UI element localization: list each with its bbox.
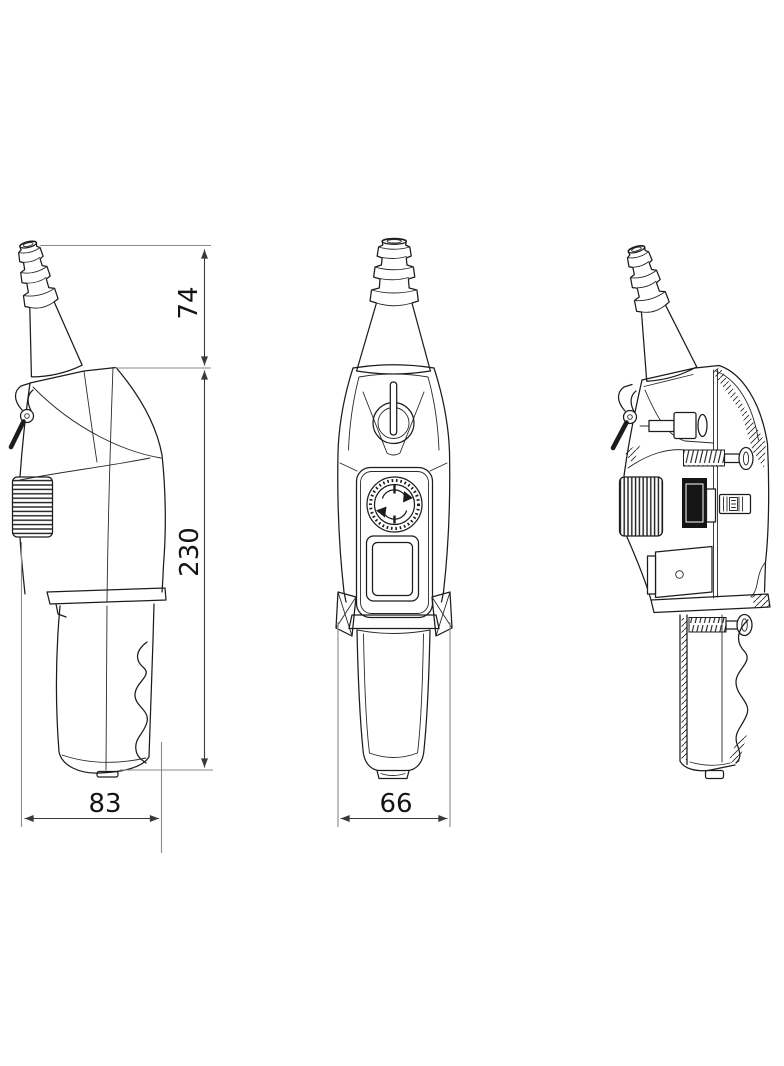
twist-release-arrows-icon xyxy=(376,490,413,519)
cable-boot-right xyxy=(609,238,699,385)
front-view xyxy=(336,237,452,779)
cable-boot-front xyxy=(355,237,432,375)
dim-label-boot-height: 74 xyxy=(174,286,204,319)
contact-block xyxy=(683,479,716,528)
terminal-block xyxy=(720,495,751,514)
grip-contour xyxy=(736,620,748,763)
dim-label-body-height: 230 xyxy=(175,527,205,577)
side-thumbwheel-knob xyxy=(620,477,663,536)
side-thumbwheel-knob xyxy=(13,477,53,537)
bottom-tab xyxy=(97,772,118,778)
hatch-left xyxy=(624,443,641,464)
hatch-bottom xyxy=(728,735,747,763)
knurled-ring xyxy=(371,481,419,529)
handle-outline xyxy=(56,604,154,773)
dim-label-side-width: 83 xyxy=(88,789,121,819)
extension-lines xyxy=(22,246,451,854)
emergency-stop-knob[interactable] xyxy=(367,477,422,532)
side-view-left xyxy=(0,235,166,778)
body-outline xyxy=(353,365,434,368)
dimension-annotations: 74 230 83 66 xyxy=(22,246,451,854)
bevel-left xyxy=(336,592,356,636)
hatch-right-bevel xyxy=(712,367,766,468)
hatch-handle-wall xyxy=(681,618,688,760)
spring-screw-upper xyxy=(684,448,754,470)
cable-boot-left xyxy=(0,235,84,381)
suspension-hook xyxy=(613,385,637,449)
contact-plunger xyxy=(640,413,707,439)
switch-housing xyxy=(648,547,713,598)
grip-contour xyxy=(135,642,147,763)
eyelet-pin xyxy=(390,382,396,435)
flange-step xyxy=(349,615,439,629)
bottom-tab xyxy=(377,771,409,779)
spring-screw-lower xyxy=(689,615,752,636)
handle-outline xyxy=(357,630,430,779)
suspension-hook xyxy=(11,384,34,448)
body-outline xyxy=(30,368,165,593)
bottom-tab xyxy=(706,771,724,779)
body-outline xyxy=(642,366,769,593)
suspension-eyelet xyxy=(373,382,414,444)
push-button[interactable] xyxy=(367,536,419,601)
flange-step xyxy=(47,588,166,617)
flange-step xyxy=(651,594,770,613)
dim-label-front-width: 66 xyxy=(379,789,412,819)
hatch-flange xyxy=(752,594,770,607)
mold-lines xyxy=(20,368,161,771)
right-section-view xyxy=(609,238,770,779)
control-panel xyxy=(357,468,433,618)
handle-outline xyxy=(680,615,748,779)
